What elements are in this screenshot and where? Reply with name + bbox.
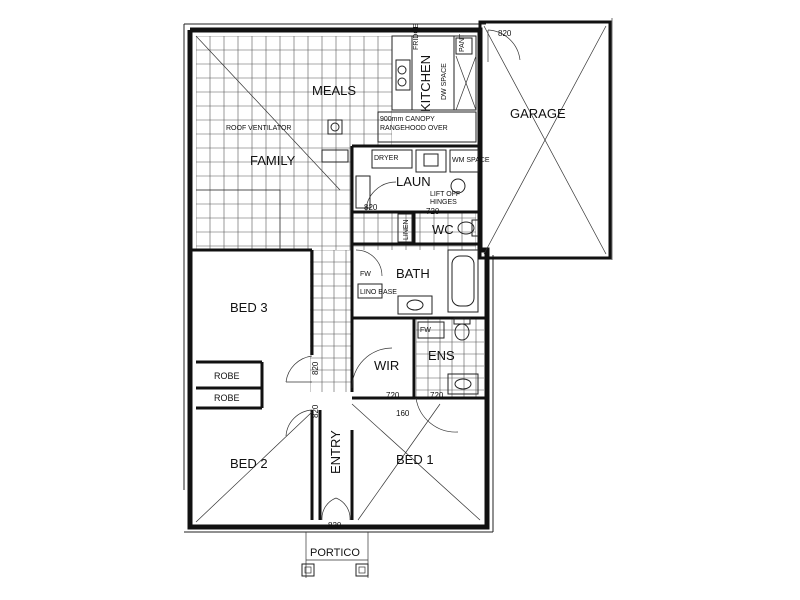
entry-label: ENTRY	[328, 430, 343, 474]
bed2-label: BED 2	[230, 456, 268, 471]
hall-tile-grid	[310, 250, 352, 392]
portico: PORTICO	[301, 532, 369, 578]
dryer-note: DRYER	[374, 155, 398, 162]
family-label: FAMILY	[250, 153, 296, 168]
wir-room: WIR 720	[351, 347, 400, 400]
wc: LINEN WC 720	[397, 207, 479, 243]
ens-door-dim: 720	[430, 391, 444, 400]
entry: ENTRY 820	[321, 430, 351, 530]
fw-note: FW	[360, 271, 371, 278]
bed2-door-dim: 820	[311, 404, 320, 418]
roof-ventilator-note: ROOF VENTILATOR	[226, 125, 291, 132]
wm-note: WM SPACE	[452, 157, 490, 164]
canopy-note: 900mm CANOPY	[380, 116, 435, 123]
linen-note: LINEN	[403, 219, 410, 240]
bed3-door-dim: 820	[311, 361, 320, 375]
rangehood-note: RANGEHOOD OVER	[380, 125, 448, 132]
garage-label: GARAGE	[510, 106, 566, 121]
garage-door-dim: 820	[498, 29, 512, 38]
lift-off-note: LIFT OFF	[430, 191, 460, 198]
robes: ROBE ROBE	[214, 371, 240, 403]
nib-dim: 160	[396, 409, 410, 418]
wc-label: WC	[432, 222, 454, 237]
pantry-note: PANT	[459, 33, 466, 52]
ensuite-tile-grid	[416, 318, 484, 398]
lino-base-note: LINO BASE	[360, 289, 397, 296]
ens-lino-note: FW	[420, 327, 431, 334]
robe-upper-label: ROBE	[214, 371, 240, 381]
garage: 820 GARAGE	[478, 18, 613, 260]
bed3-room: BED 3 820	[230, 300, 320, 383]
portico-label: PORTICO	[310, 547, 360, 559]
laundry-door-dim: 820	[364, 203, 378, 212]
laundry: DRYER WM SPACE LAUN LIFT OFF HINGES 820	[355, 149, 490, 213]
bed1-room: BED 1 160	[351, 403, 481, 521]
kitchen-fixtures: PANT KITCHEN FRIDGE DW SPACE 900mm CANOP…	[377, 23, 477, 143]
bed1-label: BED 1	[396, 452, 434, 467]
ens-label: ENS	[428, 348, 455, 363]
fridge-note: FRIDGE	[413, 23, 420, 50]
bath: BATH LINO BASE FW	[355, 249, 479, 315]
laundry-label: LAUN	[396, 174, 431, 189]
meals-label: MEALS	[312, 83, 356, 98]
wir-door-dim: 720	[386, 391, 400, 400]
wc-door-dim: 720	[426, 207, 440, 216]
bed2-room: BED 2 820	[195, 404, 320, 523]
bed3-label: BED 3	[230, 300, 268, 315]
dw-note: DW SPACE	[441, 63, 448, 100]
bath-label: BATH	[396, 266, 430, 281]
wir-label: WIR	[374, 358, 399, 373]
hinges-note: HINGES	[430, 199, 457, 206]
front-door-dim: 820	[328, 521, 342, 530]
ensuite: ENS FW 720	[415, 317, 479, 433]
kitchen-label: KITCHEN	[418, 55, 433, 112]
robe-lower-label: ROBE	[214, 393, 240, 403]
living-labels: MEALS FAMILY ROOF VENTILATOR	[195, 35, 356, 250]
